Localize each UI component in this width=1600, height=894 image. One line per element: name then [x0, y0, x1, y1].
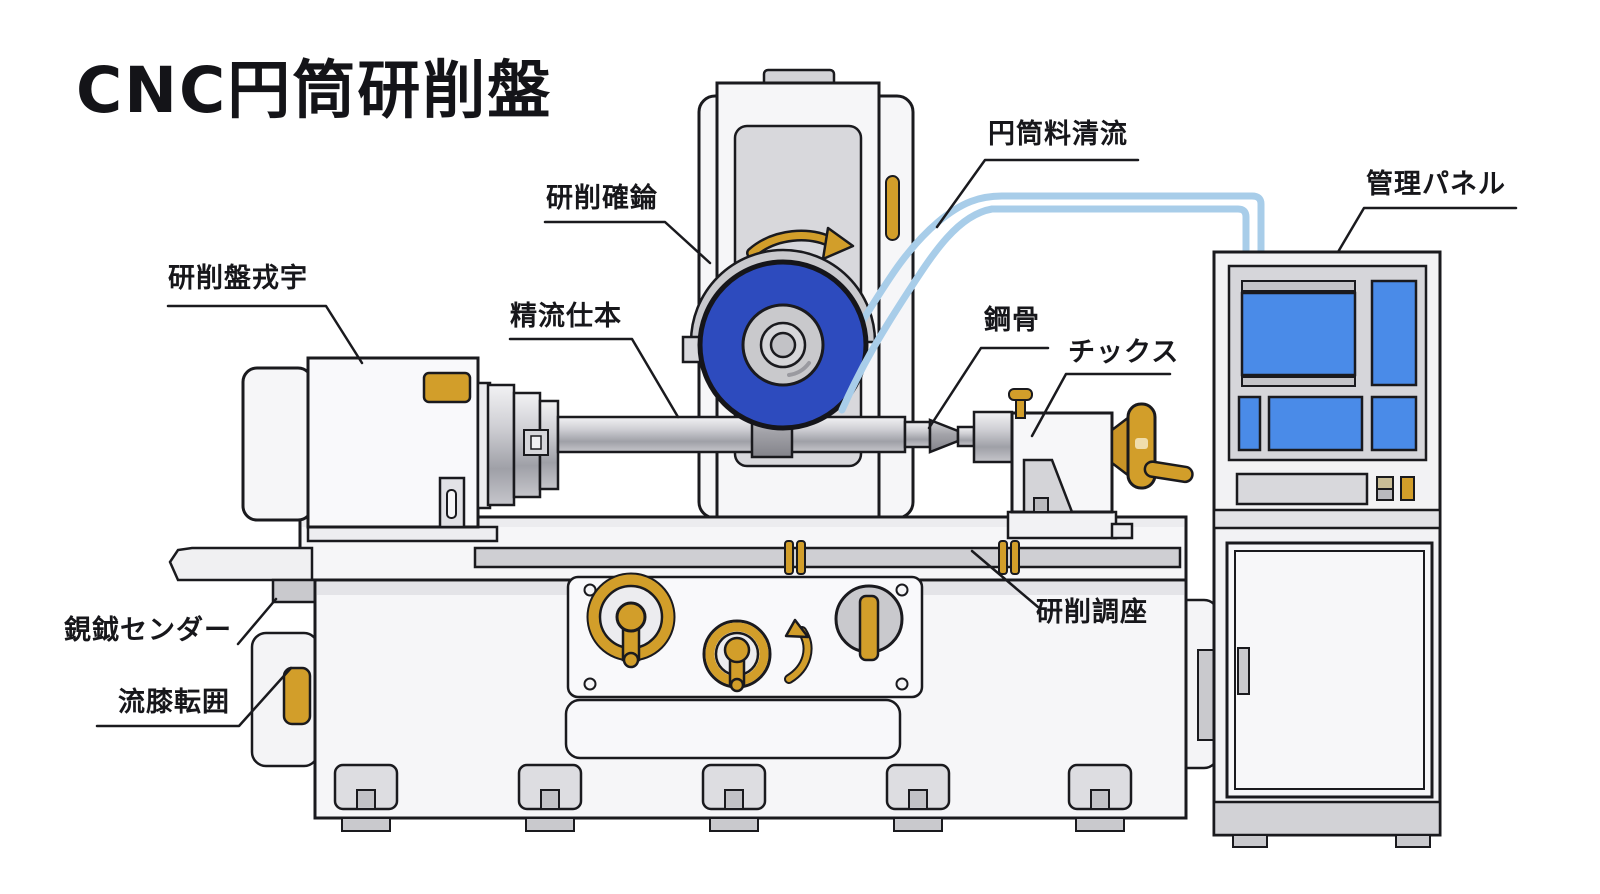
shaft-step [903, 420, 932, 449]
leader-table [970, 549, 1040, 609]
cabinet-button [1376, 488, 1394, 501]
headstock [241, 356, 499, 543]
handwheel-large [586, 572, 676, 669]
label-wheel-head: 研削盤戎宇 [168, 263, 308, 294]
machine-feet [333, 763, 1133, 832]
machine-bed [250, 572, 1220, 832]
foot [333, 763, 399, 832]
column-gold-pill [885, 175, 900, 241]
leader-tail-center [236, 597, 278, 646]
leader-lubrication [95, 666, 293, 728]
chuck-key-slot [530, 435, 542, 450]
door-handle [1237, 647, 1250, 695]
table-left-block [271, 578, 318, 604]
sub-screen [1237, 395, 1262, 452]
wheel-rotation-arrow-icon [746, 226, 855, 261]
bed-front-panel [566, 572, 924, 699]
quill [972, 410, 1014, 464]
crank-handle [1143, 460, 1194, 484]
cabinet-base [1212, 800, 1442, 837]
label-table-adjust: 研削調座 [1036, 597, 1148, 628]
tailstock [956, 388, 1194, 540]
table-top-highlight [302, 519, 1184, 527]
leader-steady-rest [927, 346, 1050, 430]
main-screen [1240, 291, 1357, 377]
handwheel-medium [702, 619, 772, 693]
headstock-endcap [241, 366, 314, 522]
shaft-cone [928, 418, 960, 454]
leader-wheel-head [166, 304, 364, 365]
lubrication-button [282, 666, 312, 726]
quill-tip [956, 425, 976, 448]
side-screen [1370, 279, 1418, 387]
leader-chuck [1030, 372, 1172, 438]
leader-lines [95, 158, 1518, 728]
label-chuck: チックス [1068, 337, 1180, 368]
label-coolant-supply: 円筒料清流 [988, 119, 1128, 150]
coolant-tube-front [838, 205, 1250, 414]
headstock-badge [422, 371, 472, 404]
cabinet-door [1225, 541, 1434, 799]
table-rail [473, 546, 1182, 569]
leader-control-panel [1336, 206, 1518, 254]
rail-slider [784, 540, 806, 575]
label-steady-rest: 鋼骨 [984, 305, 1040, 336]
tailstock-valve [1008, 388, 1033, 419]
cabinet-button [1376, 476, 1394, 490]
label-tail-center: 鋧鉞センダー [64, 615, 232, 646]
leader-grinding-wheel [543, 220, 712, 265]
label-lubrication: 流膝転囲 [118, 687, 230, 718]
leader-workpiece [508, 337, 680, 419]
keyboard-tray [1235, 472, 1369, 506]
workpiece-shaft [556, 409, 960, 459]
bracket-slot [446, 489, 457, 519]
panel-screw [895, 583, 909, 597]
cabinet-button-gold [1400, 476, 1415, 501]
label-control-panel: 管理パネル [1366, 169, 1506, 200]
sub-screen [1267, 395, 1364, 452]
label-grinding-wheel: 研削確錀 [546, 183, 658, 214]
control-cabinet [1212, 250, 1442, 848]
page-title: CNC円筒研削盤 [76, 54, 553, 127]
coolant-tube-rear [854, 192, 1265, 332]
table-left-wing [168, 546, 314, 582]
feed-rotation-arrow-icon [784, 618, 813, 684]
panel-screw [583, 583, 597, 597]
chuck [486, 383, 560, 507]
grinding-wheel [697, 259, 869, 431]
foot [1067, 763, 1133, 832]
selector-knob [834, 584, 904, 662]
tailstock-base [1006, 510, 1118, 540]
leader-coolant [935, 158, 1140, 229]
panel-screw [583, 677, 597, 691]
panel-screw [895, 677, 909, 691]
foot [517, 763, 583, 832]
sub-screen [1370, 395, 1418, 452]
bed-lower-panel [564, 698, 902, 760]
foot [701, 763, 767, 832]
label-workpiece: 精流仕本 [510, 301, 622, 332]
foot [885, 763, 951, 832]
headstock-base [306, 525, 499, 543]
tailstock-handwheel [1110, 402, 1194, 490]
rail-slider [998, 540, 1020, 575]
